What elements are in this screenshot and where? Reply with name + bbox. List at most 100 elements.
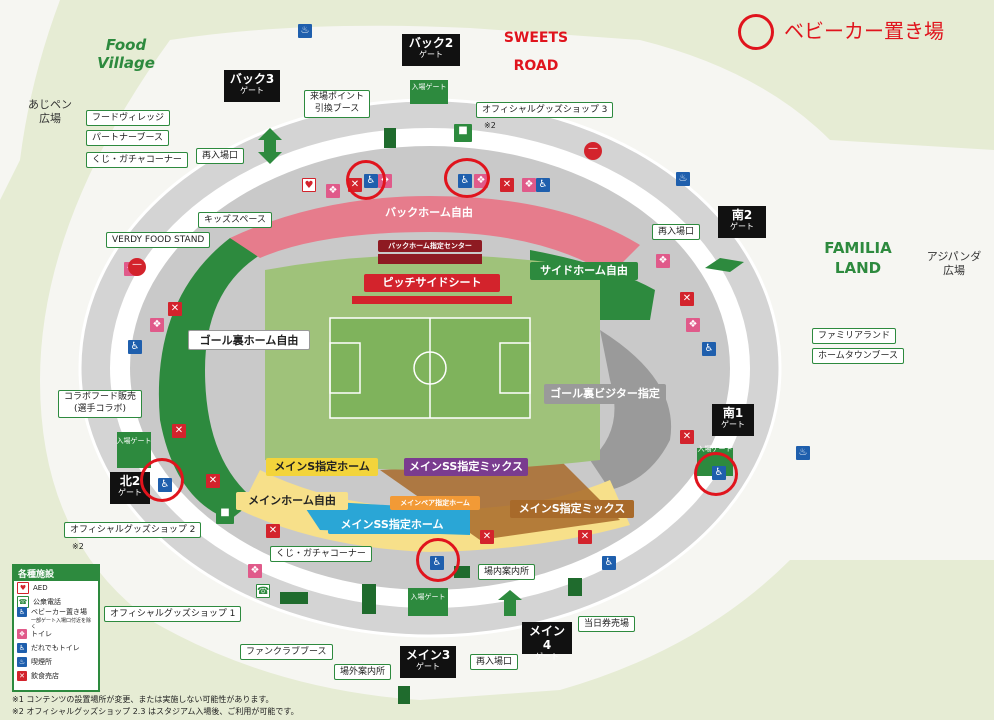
back-home-free-stand (230, 196, 640, 275)
legend-accessible: ♿だれでもトイレ (14, 641, 98, 655)
goal-home-stand (158, 238, 260, 520)
facility-legend: 各種施設 ♥AED ☎公衆電話 ♿ベビーカー置き場一部ゲート入場口付近を除く ❖… (12, 564, 100, 692)
accessible-toilet-icon: ♿ (536, 178, 550, 192)
main3-gate-structure (408, 588, 448, 616)
legend-label: 喫煙所 (31, 658, 52, 666)
kuji-gacha-bottom-label: くじ・ガチャコーナー (270, 546, 372, 562)
legend-label: AED (33, 584, 48, 592)
goods-shop-2-note: ※2 (72, 542, 84, 551)
points-booth-label: 来場ポイント 引換ブース (304, 90, 371, 118)
food-stand-icon: ✕ (168, 302, 182, 316)
main-s-home-label: メインS指定ホーム (266, 458, 378, 476)
legend-label: ベビーカー置き場 (31, 608, 87, 616)
pitchside-bar (352, 296, 512, 304)
smoking-icon: ♨ (17, 657, 27, 667)
toilet-icon: ❖ (656, 254, 670, 268)
kuji-gacha-top-label: くじ・ガチャコーナー (86, 152, 188, 168)
sweets-road-logo: SWEETS ROAD (503, 30, 569, 74)
pitchside-seat-label: ピッチサイドシート (364, 274, 500, 292)
hometown-booth-label: ホームタウンブース (812, 348, 905, 364)
main-pair-label: メインペア指定ホーム (390, 496, 480, 510)
stroller-ring (416, 538, 460, 582)
main-ss-home-label: メインSS指定ホーム (328, 516, 456, 534)
main3-entry-label: 入場ゲート (410, 593, 446, 601)
partner-booth-label: パートナーブース (86, 130, 170, 146)
toilet-icon: ❖ (150, 318, 164, 332)
ajipen-plaza-label: あじペン 広場 (28, 98, 72, 125)
footnote-2: ※2 オフィシャルグッズショップ 2.3 はスタジアム入場後、ご利用が可能です。 (12, 707, 299, 716)
food-stand-icon: ✕ (206, 474, 220, 488)
stroller-ring (140, 458, 184, 502)
toilet-icon: ❖ (248, 564, 262, 578)
outer-plaza-nw (0, 0, 60, 200)
main-s-mix-stand (380, 460, 620, 540)
legend-label: トイレ (31, 630, 52, 638)
reentry-nw-label: 再入場口 (196, 148, 245, 164)
food-village-logo: Food Village (97, 36, 155, 72)
stroller-legend-label: ベビーカー置き場 (784, 19, 944, 43)
legend-title: 各種施設 (14, 566, 98, 581)
food-village-label: フードヴィレッジ (86, 110, 171, 126)
legend-label: 公衆電話 (33, 598, 61, 606)
smoking-icon: ♨ (676, 172, 690, 186)
goods-shop-3-label: オフィシャルグッズショップ 3 (476, 102, 614, 118)
back-center-bar (378, 254, 482, 264)
food-stand-icon: ✕ (172, 424, 186, 438)
accessible-toilet-icon: ♿ (602, 556, 616, 570)
main-home-free-label: メインホーム自由 (236, 492, 348, 510)
toilet-icon: ❖ (17, 629, 27, 639)
goods-shop-icon: ■ (454, 124, 472, 142)
food-stand-icon: ✕ (17, 671, 27, 681)
goal-visitor-label: ゴール裏ビジター指定 (544, 384, 666, 404)
fanclub-booth-label: ファンクラブブース (240, 644, 333, 660)
gate-arrow-icon (258, 128, 282, 164)
legend-label: 飲食売店 (31, 672, 59, 680)
accessible-toilet-icon: ♿ (128, 340, 142, 354)
familia-land-label: ファミリアランド (812, 328, 897, 344)
back2-entry-label: 入場ゲート (411, 83, 447, 91)
food-stand-icon: ✕ (680, 292, 694, 306)
toilet-icon: ❖ (522, 178, 536, 192)
stroller-ring (444, 158, 490, 198)
goods-shop-icon: ■ (216, 506, 234, 524)
footnote-1: ※1 コンテンツの設置場所が変更、または実施しない可能性があります。 (12, 695, 274, 704)
legend-toilet: ❖ トイレ (14, 627, 98, 641)
gate-arrow-icon (498, 590, 522, 616)
side-home-free-label: サイドホーム自由 (530, 262, 638, 280)
food-stand-icon: ✕ (480, 530, 494, 544)
stroller-icon: ♿ (17, 607, 27, 617)
goods-shop-3-note: ※2 (484, 121, 496, 130)
accessible-toilet-icon: ♿ (17, 643, 27, 653)
legend-smoking: ♨ 喫煙所 (14, 655, 98, 669)
aed-icon: ♥ (17, 582, 29, 594)
accessible-toilet-icon: ♿ (702, 342, 716, 356)
back-home-center-label: バックホーム指定センター (378, 240, 482, 252)
legend-food: ✕ 飲食売店 (14, 669, 98, 683)
same-day-ticket-label: 当日券売場 (578, 616, 636, 632)
goods-shop-2-label: オフィシャルグッズショップ 2 (64, 522, 202, 538)
south1-entry-label: 入場ゲート (697, 445, 733, 453)
food-stand-icon: ✕ (680, 430, 694, 444)
toilet-icon: ❖ (326, 184, 340, 198)
reentry-ne-label: 再入場口 (652, 224, 701, 240)
familia-land-logo: FAMILIA LAND (824, 239, 892, 277)
collab-food-label: コラボフード販売 (選手コラボ) (58, 390, 143, 418)
main-ss-mix-label: メインSS指定ミックス (404, 458, 528, 476)
kids-space-label: キッズスペース (198, 212, 272, 228)
aed-icon: ♥ (302, 178, 316, 192)
goal-home-free-label: ゴール裏ホーム自由 (188, 330, 310, 350)
north2-entry-label: 入場ゲート (116, 437, 152, 445)
no-entry-icon: — (584, 142, 602, 160)
goods-shop-1-label: オフィシャルグッズショップ 1 (104, 606, 242, 622)
north2-gate-structure (117, 432, 151, 468)
stroller-ring (694, 452, 738, 496)
stroller-legend-ring (738, 14, 774, 50)
main-s-mix-label: メインS指定ミックス (510, 500, 634, 518)
toilet-icon: ❖ (686, 318, 700, 332)
